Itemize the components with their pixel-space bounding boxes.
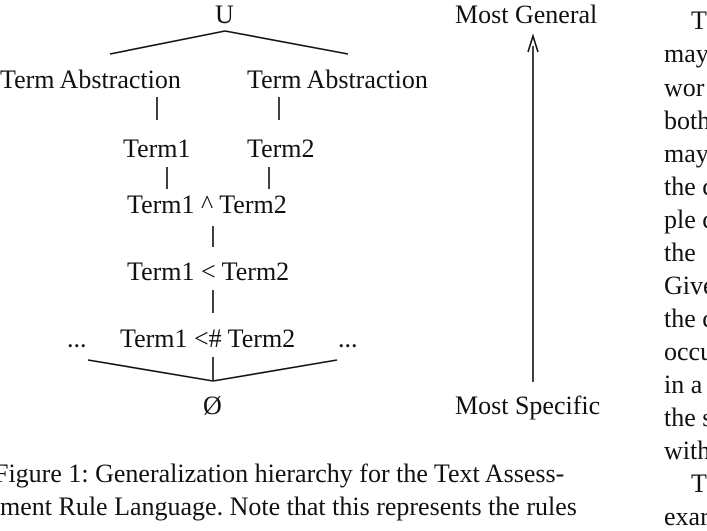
- axis-arrowhead: [527, 33, 539, 53]
- body-line: T: [691, 469, 707, 498]
- conjunction-node: Term1 ^ Term2: [127, 190, 287, 219]
- term2-node: Term2: [247, 134, 315, 163]
- body-line: occu: [664, 337, 707, 366]
- edge-bottom-right: [212, 359, 338, 382]
- body-line: both: [664, 106, 707, 135]
- body-line: the: [664, 238, 696, 267]
- hierarchy-lines: [87, 30, 539, 382]
- body-line: the c: [664, 172, 707, 201]
- caption-line-1: Figure 1: Generalization hierarchy for t…: [0, 459, 565, 488]
- bottom-node: Ø: [203, 391, 222, 420]
- ellipsis-left: ...: [67, 324, 87, 353]
- body-line: in a: [664, 370, 703, 399]
- body-line: Give: [664, 271, 707, 300]
- top-node: U: [215, 0, 234, 29]
- body-line: ple c: [664, 205, 707, 234]
- body-line: may: [664, 139, 707, 168]
- caption-line-2: ment Rule Language. Note that this repre…: [0, 492, 577, 521]
- abstraction-left: Term Abstraction: [0, 65, 181, 94]
- body-line: T: [691, 6, 707, 35]
- near-node: Term1 <# Term2: [120, 324, 296, 353]
- ellipsis-right: ...: [338, 324, 358, 353]
- term1-node: Term1: [123, 134, 191, 163]
- body-line: the c: [664, 304, 707, 333]
- body-line: exar: [664, 502, 707, 531]
- edge-top-left: [109, 30, 226, 55]
- most-general-label: Most General: [455, 0, 598, 29]
- most-specific-label: Most Specific: [455, 391, 601, 420]
- body-line: with: [664, 436, 707, 465]
- abstraction-right: Term Abstraction: [247, 65, 428, 94]
- body-line: may: [664, 39, 707, 68]
- edge-bottom-left: [87, 359, 214, 382]
- edge-top-right: [224, 30, 349, 55]
- body-line: the s: [664, 403, 707, 432]
- body-line: wor: [664, 73, 705, 102]
- before-node: Term1 < Term2: [127, 257, 290, 286]
